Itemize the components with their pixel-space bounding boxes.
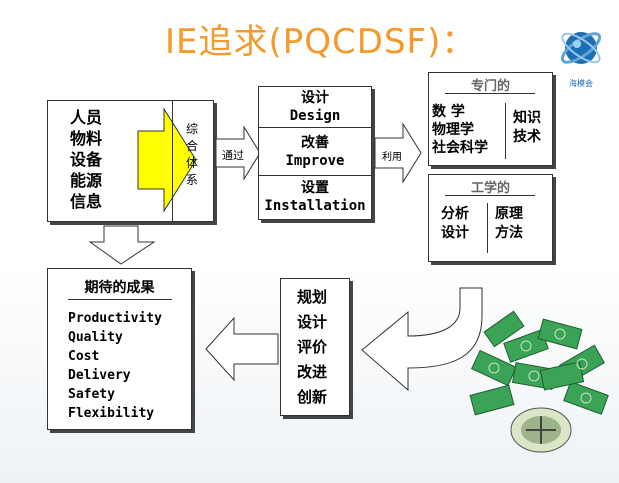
specialized-box: 专门的 数 学 物理学 社会科学 知识 技术 xyxy=(428,72,553,166)
inputs-box: 人员 物料 设备 能源 信息 综 合 体 系 xyxy=(47,100,214,222)
input-item: 物料 xyxy=(70,129,103,148)
use-arrow-icon xyxy=(374,122,422,184)
use-label: 利用 xyxy=(382,152,402,163)
through-arrow-icon xyxy=(215,125,261,181)
combine-label: 综 合 体 系 xyxy=(186,122,199,187)
result-item: Delivery xyxy=(68,368,131,383)
methods-box: 设计 Design 改善 Improve 设置 Installation xyxy=(258,86,372,220)
input-item: 人员 xyxy=(70,108,103,127)
result-item: Flexibility xyxy=(68,406,155,421)
globe-logo-icon xyxy=(560,32,602,64)
down-arrow-icon xyxy=(88,225,156,265)
results-list: Productivity Quality Cost Delivery Safet… xyxy=(68,309,162,423)
engineering-header: 工学的 xyxy=(470,181,510,196)
method-installation: 设置 Installation xyxy=(264,180,366,214)
activity-item: 改进 xyxy=(297,363,328,381)
result-item: Quality xyxy=(68,330,123,345)
page-title: IE追求(PQCDSF)： xyxy=(165,22,477,62)
result-item: Cost xyxy=(68,349,100,364)
input-items: 人员 物料 设备 能源 信息 xyxy=(70,107,120,212)
input-item: 信息 xyxy=(70,192,103,211)
logo-caption: 海模会 xyxy=(569,79,593,88)
left-arrow-icon xyxy=(205,316,279,382)
activity-item: 评价 xyxy=(297,338,328,356)
engineering-analysis: 分析 设计 xyxy=(441,206,469,241)
specialized-knowledge: 知识 技术 xyxy=(513,110,541,145)
input-item: 能源 xyxy=(70,171,103,190)
result-item: Productivity xyxy=(68,311,162,326)
method-improve: 改善 Improve xyxy=(285,135,345,169)
engineering-box: 工学的 分析 设计 原理 方法 xyxy=(428,174,553,262)
yellow-arrow-icon xyxy=(137,107,197,213)
results-box: 期待的成果 Productivity Quality Cost Delivery… xyxy=(47,268,192,430)
activities-box: 规划 设计 评价 改进 创新 xyxy=(280,278,350,416)
through-label: 通过 xyxy=(222,149,244,162)
money-illustration-icon xyxy=(469,310,609,453)
method-design: 设计 Design xyxy=(289,90,341,124)
specialized-disciplines: 数 学 物理学 社会科学 xyxy=(432,104,488,156)
engineering-principles: 原理 方法 xyxy=(495,206,523,241)
specialized-header: 专门的 xyxy=(470,79,510,94)
activity-item: 创新 xyxy=(297,388,328,406)
input-item: 设备 xyxy=(70,150,103,169)
activity-item: 设计 xyxy=(297,313,328,331)
logo: 海模会 xyxy=(556,22,606,92)
activities-list: 规划 设计 评价 改进 创新 xyxy=(297,285,327,410)
result-item: Safety xyxy=(68,387,115,402)
curved-arrow-icon xyxy=(361,287,483,392)
results-header: 期待的成果 xyxy=(84,280,155,296)
activity-item: 规划 xyxy=(297,288,328,306)
